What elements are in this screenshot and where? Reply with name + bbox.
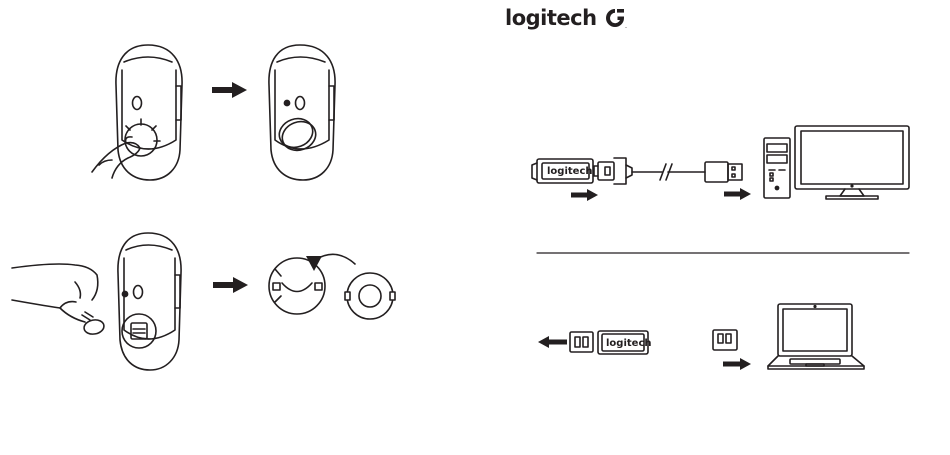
desktop-tower-icon [764, 138, 790, 198]
arrow-left-icon [538, 336, 567, 348]
hand-press-icon [92, 137, 140, 178]
arrow-right-icon [213, 277, 248, 293]
receiver-label: logitech [606, 339, 652, 349]
arrow-right-icon [723, 358, 751, 370]
curved-arrow-icon [306, 254, 355, 271]
nano-receiver-icon [570, 332, 593, 352]
arrow-right-icon [571, 189, 598, 201]
extender-adapter-icon [594, 158, 632, 184]
usb-cable-icon [632, 164, 705, 180]
receiver-label: logitech [547, 167, 593, 177]
usb-plug-icon [705, 162, 742, 182]
nano-receiver-icon [713, 330, 737, 350]
cover-plate-icon [269, 258, 325, 314]
arrow-right-icon [212, 82, 247, 98]
ring-plate-icon [345, 273, 395, 319]
mouse-underside-icon [118, 233, 181, 370]
arrow-right-icon [724, 188, 751, 200]
mouse-cover-open-icon [269, 45, 335, 180]
laptop-icon [768, 304, 864, 369]
hand-remove-icon [12, 264, 105, 336]
monitor-icon [795, 126, 909, 199]
